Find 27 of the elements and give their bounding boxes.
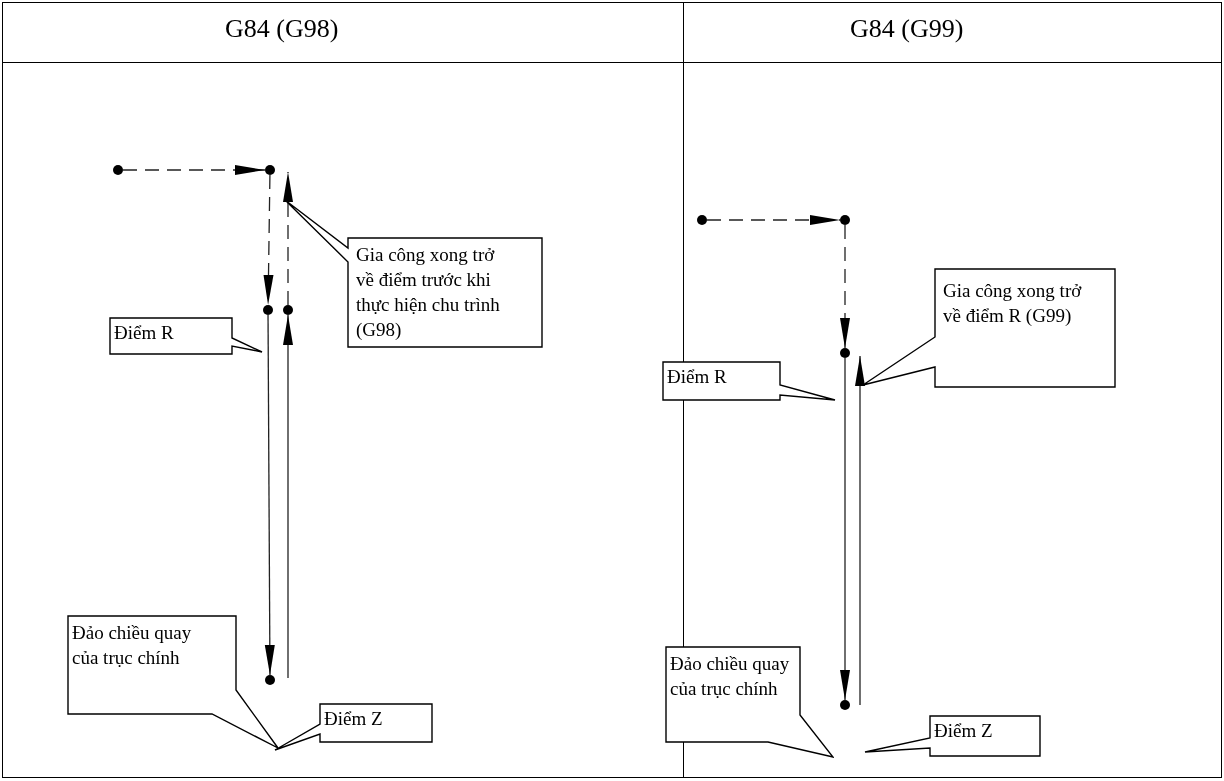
- callout-text: Điểm Z: [934, 719, 994, 743]
- tool-path-arrow: [264, 314, 275, 676]
- tool-path-arrow: [263, 174, 274, 306]
- callout-box: [284, 199, 543, 348]
- callout-text: Điểm R: [667, 365, 728, 389]
- tool-path-arrow: [122, 165, 266, 175]
- callout-box: [665, 646, 834, 758]
- tool-path-arrow: [840, 224, 850, 349]
- tool-path-arrow: [283, 171, 293, 306]
- tool-path-arrow: [855, 355, 865, 706]
- column-header: G84 (G98): [225, 13, 339, 45]
- callout-text: Gia công xong trở về điểm R (G99): [943, 279, 1083, 328]
- tool-path-arrow: [840, 357, 850, 701]
- callout-box: [109, 317, 263, 355]
- callout-box: [864, 715, 1041, 757]
- tool-path-arrow: [706, 215, 841, 225]
- callout-box: [274, 703, 433, 751]
- column-header: G84 (G99): [850, 13, 964, 45]
- callout-text: Điểm Z: [324, 707, 384, 731]
- callout-text: Gia công xong trở về điểm trước khi thực hiện chu trình (G98): [356, 243, 501, 342]
- callout-text: Đảo chiều quay của trục chính: [72, 621, 193, 670]
- callout-box: [862, 268, 1116, 388]
- callout-text: Đảo chiều quay của trục chính: [670, 652, 791, 701]
- callout-text: Điểm R: [114, 321, 175, 345]
- callout-box: [662, 361, 836, 401]
- tool-path-arrow: [283, 314, 293, 679]
- callout-box: [67, 615, 279, 749]
